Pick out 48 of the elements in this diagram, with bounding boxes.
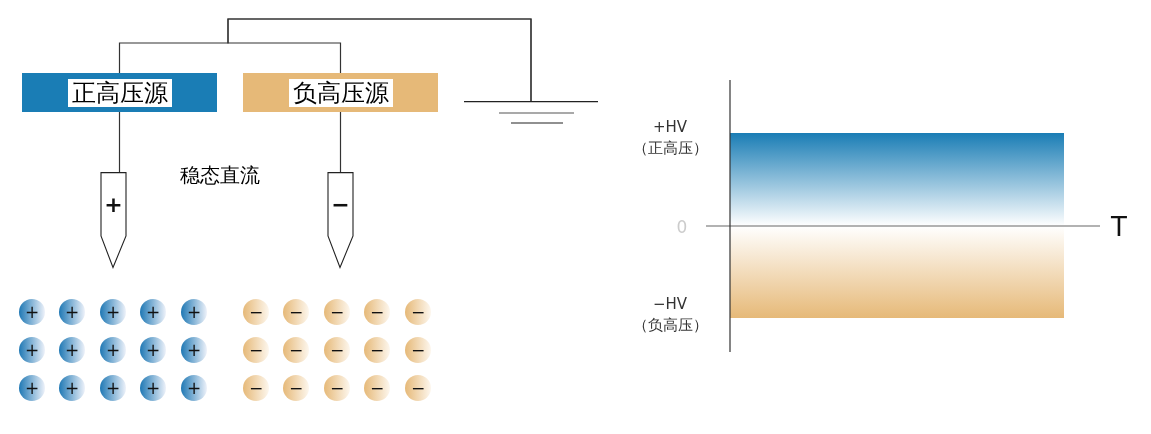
ion-circle: + — [59, 375, 85, 401]
axis-label: −HV — [651, 294, 689, 315]
axis-label: T — [1110, 211, 1128, 243]
ion-circle: + — [181, 299, 207, 325]
ion-circle: − — [324, 337, 350, 363]
ion-circle: + — [140, 299, 166, 325]
ground-symbol — [464, 101, 598, 124]
ion-circle: − — [405, 375, 431, 401]
wire — [118, 111, 121, 173]
ion-circle: + — [100, 337, 126, 363]
ion-circle: + — [19, 337, 45, 363]
ion-circle: − — [243, 337, 269, 363]
ion-circle: + — [100, 299, 126, 325]
ion-circle: − — [364, 299, 390, 325]
axis-label: （负高压） — [631, 315, 709, 336]
ion-circle: + — [140, 375, 166, 401]
ion-circle: − — [283, 375, 309, 401]
ion-circle: − — [364, 375, 390, 401]
ion-circle: − — [324, 375, 350, 401]
power-source-box — [243, 73, 438, 112]
ion-circle: − — [243, 299, 269, 325]
ion-circle: + — [19, 299, 45, 325]
power-source-box — [22, 73, 217, 112]
polarity-sign: − — [330, 192, 351, 218]
electrode-probe — [100, 172, 127, 268]
polarity-sign: + — [103, 192, 124, 218]
ion-circle: + — [59, 337, 85, 363]
source-label: 负高压源 — [288, 78, 393, 107]
ion-circle: + — [59, 299, 85, 325]
ion-circle: − — [405, 299, 431, 325]
source-label: 正高压源 — [67, 78, 172, 107]
axis-label: （正高压） — [631, 138, 709, 159]
ion-circle: − — [324, 299, 350, 325]
ion-circle: − — [364, 337, 390, 363]
ion-circle: + — [181, 375, 207, 401]
wire — [227, 18, 532, 102]
ion-circle: + — [19, 375, 45, 401]
axis-label: +HV — [651, 117, 689, 138]
ion-circle: − — [283, 299, 309, 325]
electrode-probe — [327, 172, 354, 268]
ion-circle: + — [140, 337, 166, 363]
ion-circle: + — [100, 375, 126, 401]
ion-circle: − — [243, 375, 269, 401]
ion-circle: + — [181, 337, 207, 363]
ion-circle: − — [405, 337, 431, 363]
note-text: 稳态直流 — [179, 162, 261, 189]
ion-circle: − — [283, 337, 309, 363]
wire — [339, 111, 342, 173]
